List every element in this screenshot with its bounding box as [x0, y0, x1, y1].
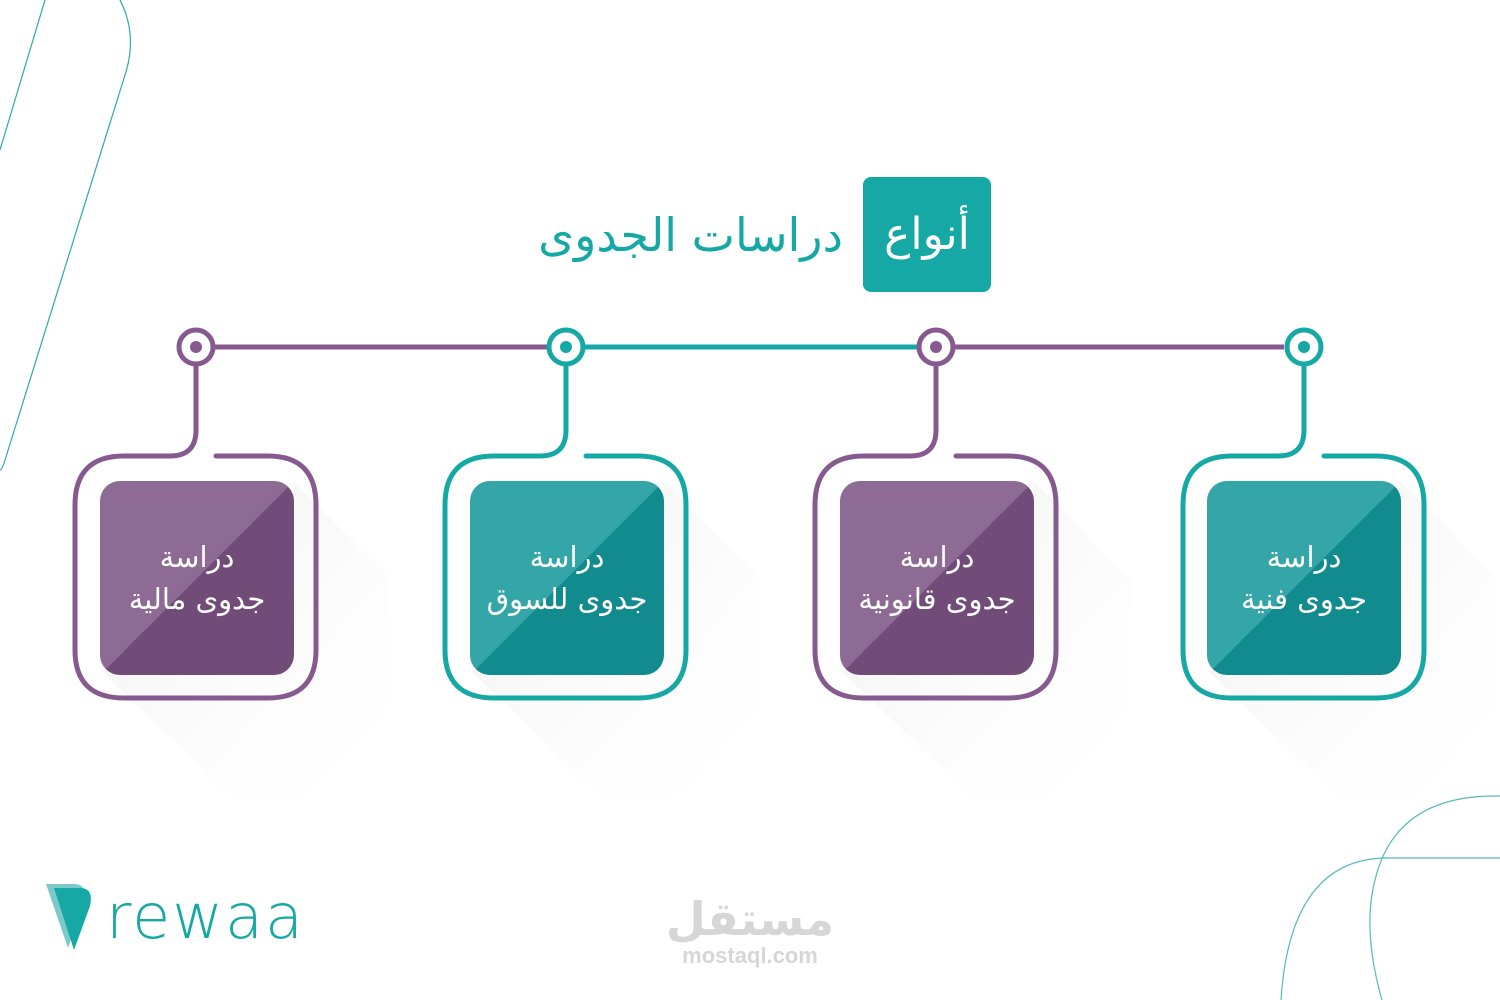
card-line-2: جدوى للسوق	[486, 582, 648, 616]
card-financial-feasibility: دراسة جدوى مالية	[100, 481, 294, 675]
logo-text: rewaa	[106, 880, 305, 953]
decorative-corner-lines-bottom-right	[1280, 795, 1500, 1000]
card-line-2: جدوى مالية	[128, 582, 266, 616]
timeline-node-3	[916, 327, 956, 367]
rewaa-logo: rewaa	[44, 882, 305, 952]
watermark: مستقل mostaql.com	[655, 895, 845, 969]
card-frame-3	[812, 361, 1059, 701]
timeline-node-1	[176, 327, 216, 367]
card-line-1: دراسة	[899, 540, 975, 574]
title-text: دراسات الجدوى	[538, 207, 843, 262]
card-frame-4	[1180, 361, 1427, 701]
timeline-node-4	[1284, 327, 1324, 367]
timeline-node-2	[546, 327, 586, 367]
watermark-arabic: مستقل	[665, 892, 835, 946]
card-line-1: دراسة	[529, 540, 605, 574]
page-title: أنواع دراسات الجدوى	[505, 177, 991, 292]
decorative-corner-lines-top-left	[0, 0, 132, 471]
title-badge: أنواع	[863, 177, 991, 292]
card-legal-feasibility: دراسة جدوى قانونية	[840, 481, 1034, 675]
card-market-feasibility: دراسة جدوى للسوق	[470, 481, 664, 675]
rewaa-logo-icon	[46, 884, 91, 950]
card-technical-feasibility: دراسة جدوى فنية	[1207, 481, 1401, 675]
card-line-2: جدوى قانونية	[858, 582, 1016, 616]
card-line-1: دراسة	[1266, 540, 1342, 574]
card-frame-1	[72, 361, 319, 701]
card-line-1: دراسة	[159, 540, 235, 574]
watermark-latin: mostaql.com	[682, 943, 818, 968]
card-frame-2	[442, 361, 689, 701]
card-line-2: جدوى فنية	[1241, 582, 1367, 616]
